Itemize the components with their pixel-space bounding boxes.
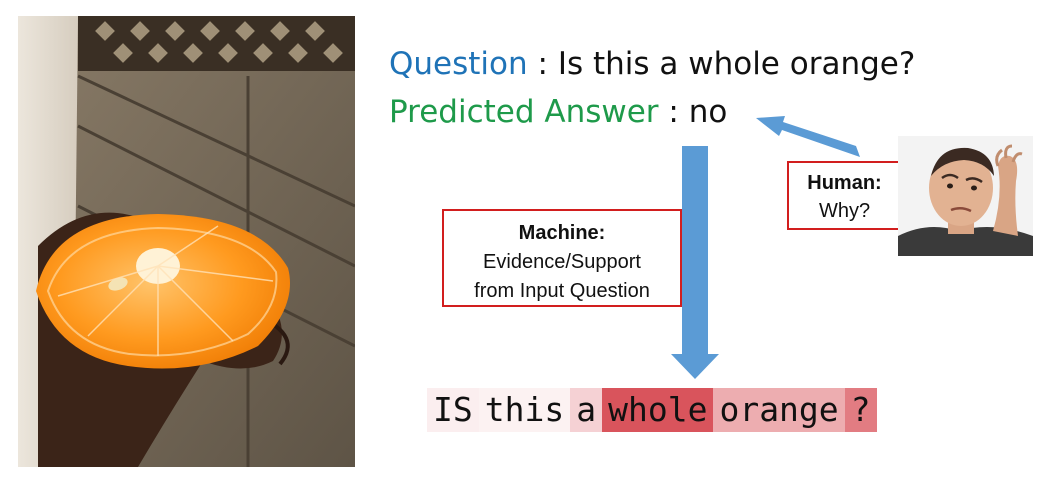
machine-title: Machine: xyxy=(518,222,606,244)
left-arrow xyxy=(756,116,860,157)
confused-man-photo xyxy=(898,136,1033,256)
machine-box: Machine: Evidence/Support from Input Que… xyxy=(442,209,682,307)
answer-line: Predicted Answer : no xyxy=(389,94,727,130)
answer-text: no xyxy=(688,94,728,130)
answer-separator: : xyxy=(658,94,689,130)
question-text: Is this a whole orange? xyxy=(557,46,916,82)
token-is: IS xyxy=(427,388,479,432)
human-title: Human: xyxy=(807,172,882,194)
orange-photo xyxy=(18,16,355,467)
token-whole: whole xyxy=(602,388,714,432)
question-key: Question xyxy=(389,46,528,82)
machine-line-2: from Input Question xyxy=(474,280,650,302)
answer-key: Predicted Answer xyxy=(389,94,659,130)
token-this: this xyxy=(478,388,571,432)
token-question-mark: ? xyxy=(844,388,877,432)
down-arrow xyxy=(671,146,719,379)
token-orange: orange xyxy=(713,388,845,432)
human-box: Human: Why? xyxy=(787,161,902,230)
question-line: Question : Is this a whole orange? xyxy=(389,46,915,82)
attention-tokens: IS this a whole orange ? xyxy=(427,388,877,432)
token-a: a xyxy=(570,388,603,432)
machine-line-1: Evidence/Support xyxy=(483,251,641,273)
question-separator: : xyxy=(527,46,558,82)
human-line: Why? xyxy=(818,200,871,222)
